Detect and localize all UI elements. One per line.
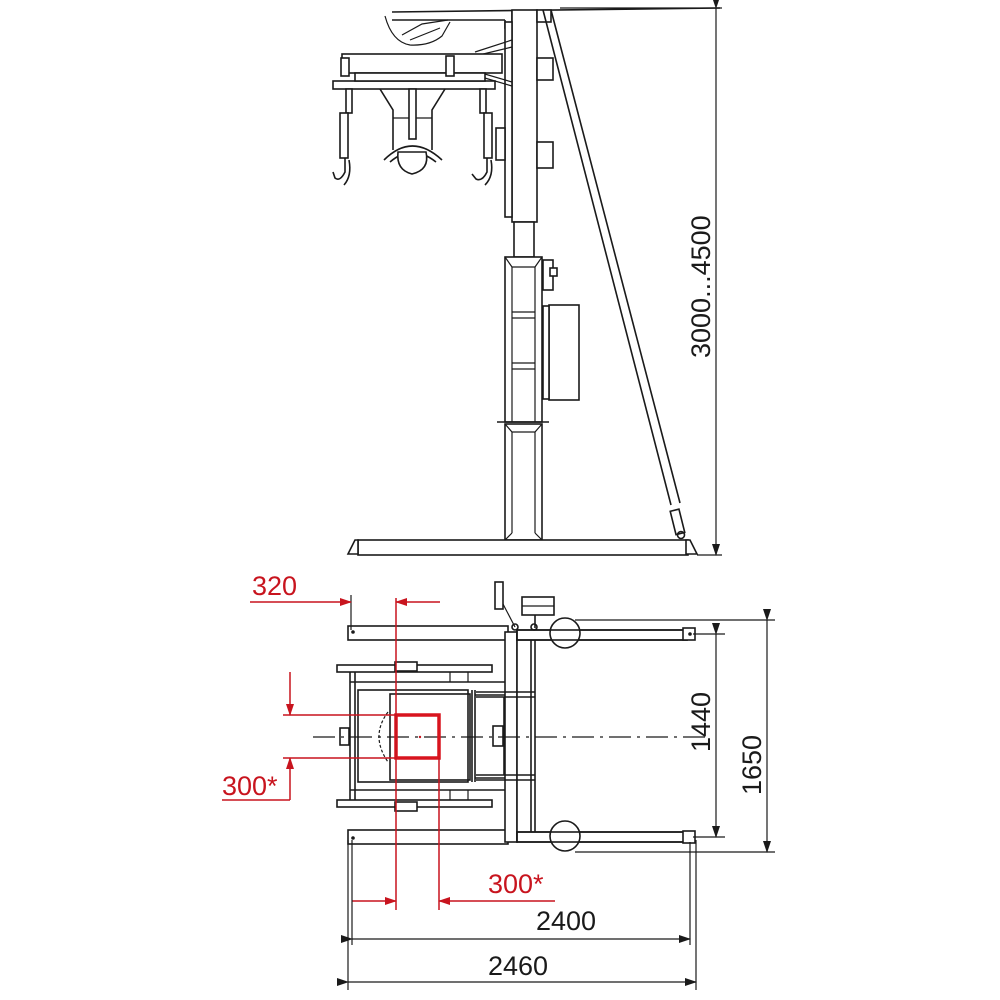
- dimension-1650: 1650: [737, 735, 767, 795]
- diagonal-strut: [542, 9, 686, 540]
- lower-column: [497, 221, 580, 541]
- dimension-2460: 2460: [488, 951, 548, 981]
- dimension-1440: 1440: [686, 692, 716, 752]
- base-frame: [346, 539, 699, 556]
- height-dimension: 3000...4500: [560, 0, 722, 556]
- plan-view: 320 300* 300* 2400 2460: [222, 571, 775, 990]
- black-dimensions: 2400 2460 1440 1650: [337, 609, 775, 990]
- red-dimensions: 320 300* 300*: [222, 571, 555, 910]
- height-dimension-label: 3000...4500: [686, 215, 716, 358]
- dimension-300-vertical: 300*: [222, 771, 278, 801]
- dimension-300-horizontal: 300*: [488, 869, 544, 899]
- carriage-plan: [336, 661, 535, 812]
- left-bottom-arm: [347, 829, 509, 845]
- left-top-arm: [347, 625, 509, 641]
- dimension-2400: 2400: [536, 906, 596, 936]
- dimension-320: 320: [252, 571, 297, 601]
- top-boom: [384, 7, 721, 46]
- elevation-view: 3000...4500: [332, 0, 722, 556]
- lifting-carriage: [332, 53, 506, 186]
